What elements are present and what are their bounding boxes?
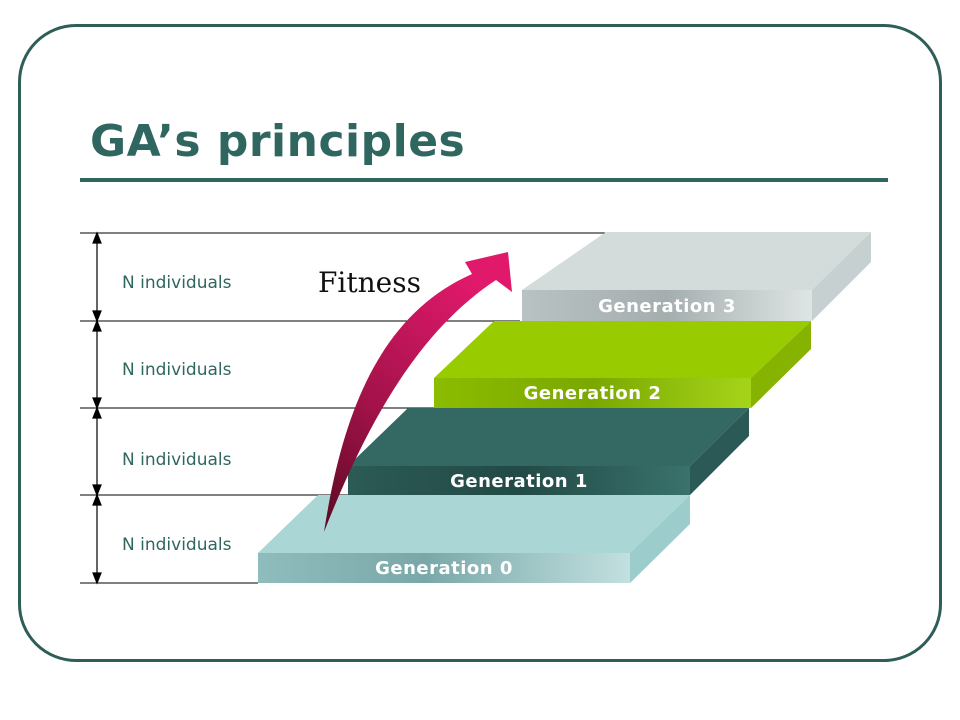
generation-0-label: Generation 0 — [375, 558, 513, 579]
generation-3-step — [522, 232, 871, 321]
generation-0-step — [258, 495, 690, 583]
slide-title: GA’s principles — [90, 116, 466, 167]
generation-1-step — [348, 408, 749, 495]
dimension-arrows — [92, 231, 102, 585]
fitness-arrow — [324, 252, 512, 532]
row-label-3: N individuals — [122, 450, 232, 470]
row-label-1: N individuals — [122, 273, 232, 293]
slide-frame — [18, 24, 942, 662]
fitness-label: Fitness — [318, 266, 421, 299]
row-label-2: N individuals — [122, 360, 232, 380]
generation-2-step — [434, 321, 811, 408]
generation-3-label: Generation 3 — [598, 296, 736, 317]
row-label-4: N individuals — [122, 535, 232, 555]
generation-1-label: Generation 1 — [450, 471, 588, 492]
title-underline — [80, 178, 888, 182]
generation-2-label: Generation 2 — [523, 383, 662, 404]
